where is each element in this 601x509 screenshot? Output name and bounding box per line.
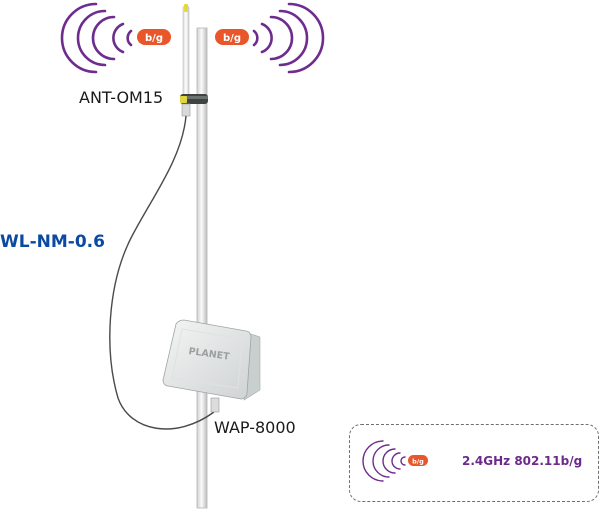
antenna-label: ANT-OM15 [79, 88, 164, 107]
band-badge-right: b/g [215, 29, 249, 45]
legend-box [349, 424, 599, 502]
band-badge-left: b/g [137, 29, 171, 45]
badge-label: b/g [223, 33, 241, 44]
badge-label: b/g [145, 33, 163, 44]
svg-text:b/g: b/g [412, 458, 424, 466]
mounting-pole [196, 27, 208, 509]
antenna-icon [180, 4, 208, 117]
wifi-wave-icon [252, 2, 325, 74]
wifi-wave-icon [362, 440, 406, 482]
cable-label: WL-NM-0.6 [0, 232, 105, 252]
legend-text: 2.4GHz 802.11b/g [462, 454, 583, 468]
legend-badge: b/g [408, 455, 428, 466]
wifi-wave-icon [60, 2, 133, 74]
antenna-cable [109, 115, 215, 430]
access-point-label: WAP-8000 [214, 418, 296, 437]
access-point-icon: PLANET [162, 319, 261, 413]
